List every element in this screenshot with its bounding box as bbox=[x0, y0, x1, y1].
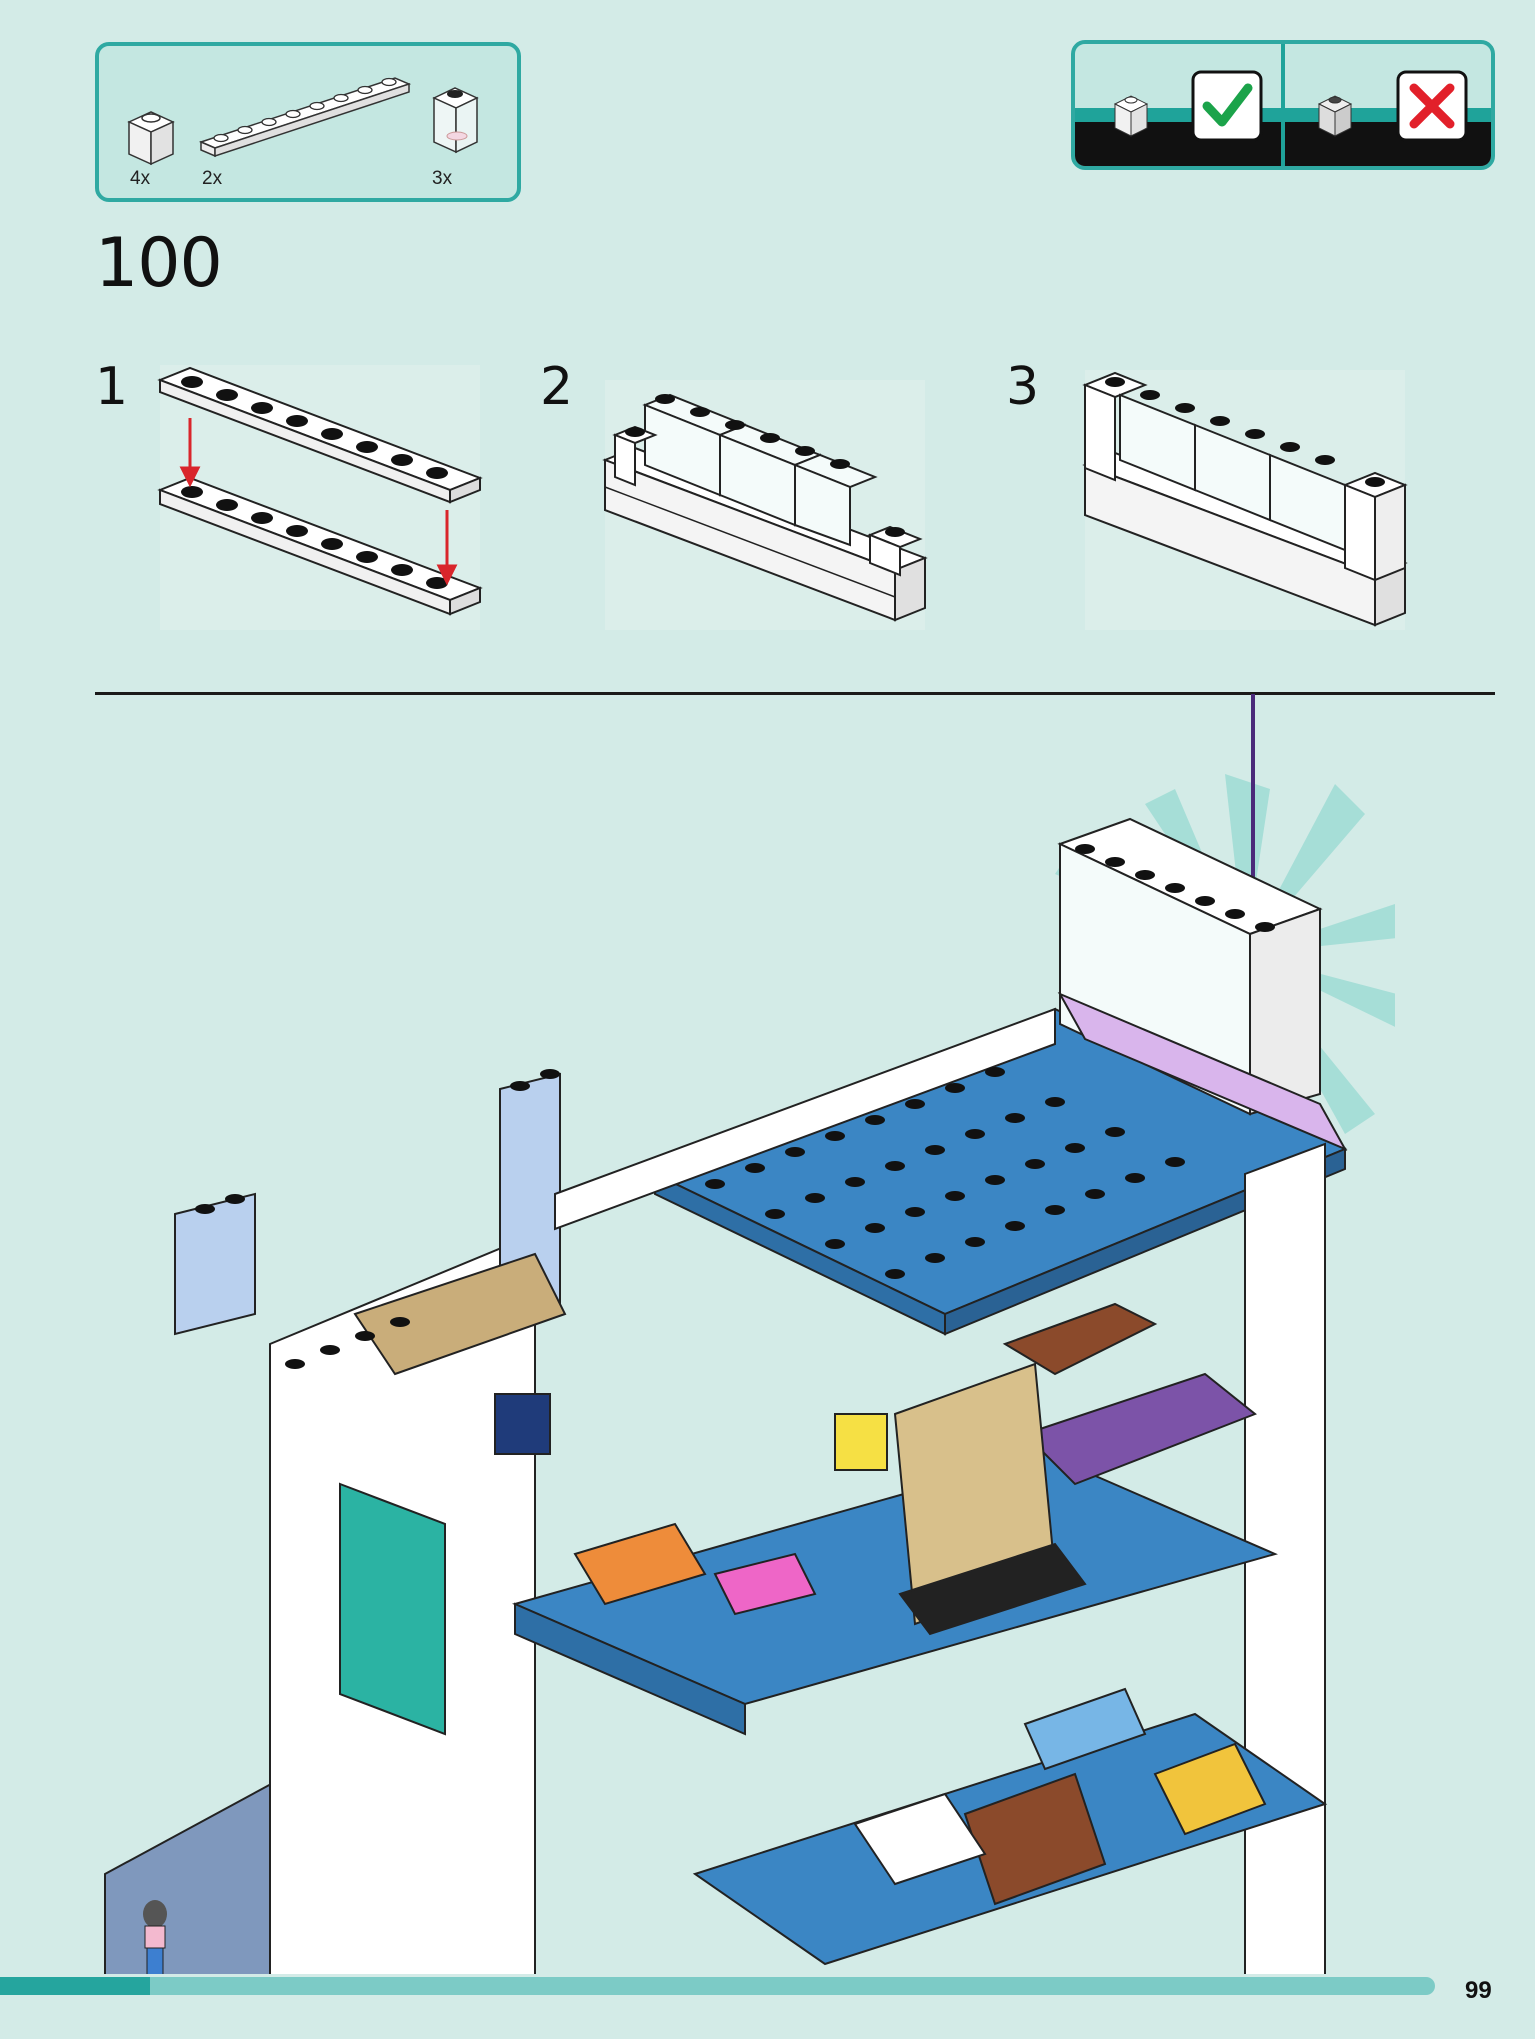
progress-bar-track bbox=[0, 1977, 1435, 1995]
minifigure-icon bbox=[143, 1900, 167, 1974]
red-arrow-icon bbox=[179, 418, 458, 586]
substep-number-3: 3 bbox=[1006, 357, 1040, 417]
orientation-check-callout bbox=[1071, 40, 1495, 170]
progress-bar-fill bbox=[0, 1977, 150, 1995]
substep-number-2: 2 bbox=[540, 357, 574, 417]
part-qty-plate: 2x bbox=[202, 168, 223, 189]
check-illustration bbox=[1075, 44, 1491, 166]
substep-1-illustration bbox=[157, 365, 483, 630]
substep-3-illustration bbox=[1082, 370, 1408, 630]
transparent-panel-icon bbox=[432, 87, 479, 154]
page-number: 99 bbox=[1465, 1977, 1492, 2004]
substep-2-illustration bbox=[602, 380, 928, 630]
substep-number-1: 1 bbox=[95, 357, 129, 417]
main-model-illustration bbox=[104, 694, 1395, 1974]
part-qty-panel: 3x bbox=[432, 168, 453, 189]
section-divider bbox=[95, 692, 1495, 695]
parts-illustration bbox=[127, 77, 479, 166]
wrong-brick-icon bbox=[1317, 95, 1353, 137]
stud-rows bbox=[195, 844, 1275, 1369]
wall-picture bbox=[834, 1413, 888, 1471]
moon-picture bbox=[494, 1393, 551, 1455]
white-1x1-brick-icon bbox=[127, 111, 175, 166]
step-number: 100 bbox=[95, 224, 223, 303]
parts-list-callout: 4x 2x 3x bbox=[95, 42, 521, 202]
white-1x8-plate-icon bbox=[198, 77, 412, 158]
correct-brick-icon bbox=[1113, 95, 1149, 137]
part-qty-brick: 4x bbox=[130, 168, 151, 189]
